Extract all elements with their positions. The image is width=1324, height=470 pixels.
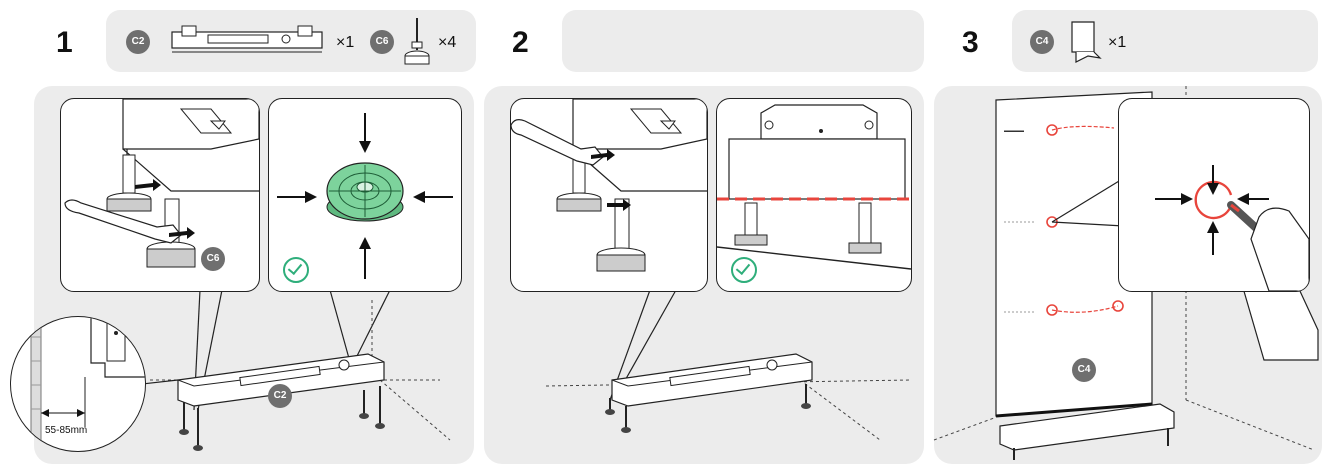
check-ok-icon (283, 257, 309, 283)
step-2-callout-lines (545, 289, 911, 441)
svg-text:▬▬▬▬: ▬▬▬▬ (1004, 128, 1024, 134)
step-2-parts-tab (562, 10, 924, 72)
step-2-wrench-card (510, 98, 708, 292)
part-c6-qty: ×4 (438, 34, 457, 51)
part-c6-badge: C6 (370, 30, 394, 54)
step-1-level-card (268, 98, 462, 292)
leveling-foot-icon (404, 18, 430, 65)
step-3-mark-card (1118, 98, 1310, 292)
step-1-parts-tab: C2 ×1 C6 ×4 (106, 10, 476, 72)
part-c2-qty: ×1 (336, 34, 355, 51)
leveling-base-icon (171, 25, 323, 53)
check-ok-icon (731, 257, 757, 283)
part-c4-badge: C4 (1030, 30, 1054, 54)
base-c2-badge: C2 (268, 384, 292, 408)
step-2-level-line-card (716, 98, 912, 292)
bubble-level-illustration (277, 113, 453, 279)
wall-clearance-magnifier: 55-85mm (10, 316, 146, 452)
foot-c6-badge: C6 (201, 247, 225, 271)
mark-drilling-point-illustration (1155, 165, 1309, 291)
part-c4-qty: ×1 (1108, 34, 1127, 51)
wall-clearance-illustration (30, 317, 145, 451)
board-c4-badge: C4 (1072, 358, 1096, 382)
part-c2-badge: C2 (126, 30, 150, 54)
template-sheet-icon (1071, 21, 1102, 63)
step-1-wrench-card: C6 (60, 98, 260, 292)
foot-adjust-illustration (511, 99, 707, 272)
step-2-number: 2 (512, 26, 529, 59)
clearance-dimension: 55-85mm (45, 425, 88, 436)
step-3-parts-tab: C4 ×1 (1012, 10, 1318, 72)
cabinet-foot-illustration (64, 99, 259, 268)
step-3-number: 3 (962, 26, 979, 59)
level-line-illustration (717, 104, 911, 270)
step-1-callout-lines (123, 289, 451, 451)
step-1-number: 1 (56, 26, 73, 59)
